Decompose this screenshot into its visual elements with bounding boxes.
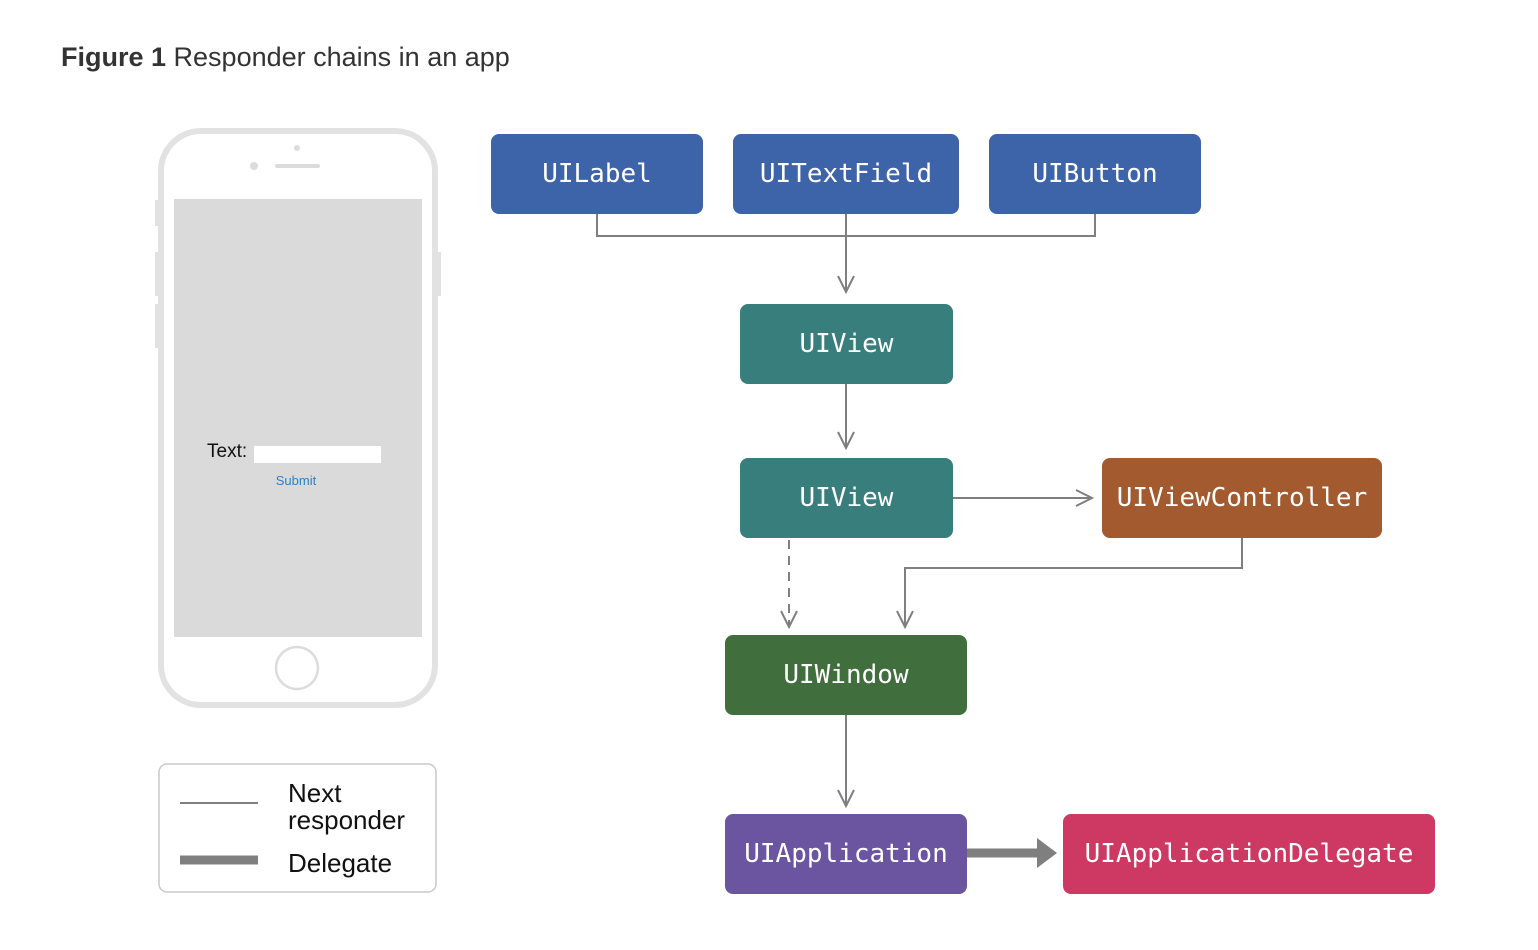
- node-uibutton: UIButton: [989, 134, 1201, 214]
- legend-delegate-label: Delegate: [288, 848, 393, 878]
- legend-next-responder-label: Next responder: [288, 778, 406, 835]
- arrow-vc-to-uiwindow: [905, 538, 1243, 627]
- phone-text-label: Text:: [207, 441, 248, 462]
- phone-illustration: [155, 128, 441, 708]
- node-uiapplication: UIApplication: [725, 814, 967, 894]
- node-uiwindow: UIWindow: [725, 635, 967, 715]
- legend: [158, 763, 437, 893]
- node-uiviewcontroller: UIViewController: [1102, 458, 1382, 538]
- figure-number: Figure 1: [61, 42, 167, 72]
- node-uilabel: UILabel: [491, 134, 703, 214]
- home-button: [274, 645, 320, 691]
- node-uiview-1: UIView: [740, 304, 953, 384]
- node-uitextfield: UITextField: [733, 134, 959, 214]
- phone-text-field[interactable]: [254, 446, 381, 463]
- node-uiapplicationdelegate: UIApplicationDelegate: [1063, 814, 1435, 894]
- connectors: [596, 214, 1243, 806]
- phone-submit-button[interactable]: Submit: [275, 473, 317, 488]
- phone-screen: [174, 199, 422, 637]
- figure-title: Figure 1 Responder chains in an app: [61, 42, 510, 73]
- node-uiview-2: UIView: [740, 458, 953, 538]
- figure-caption: Responder chains in an app: [173, 42, 510, 72]
- delegate-arrowhead: [1037, 838, 1057, 868]
